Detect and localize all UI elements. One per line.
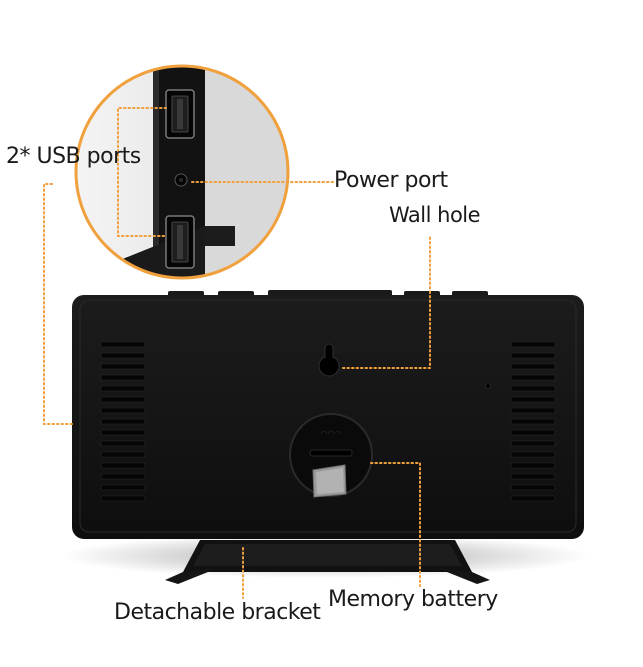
left-vents [100, 341, 146, 502]
usb-zoom-callout [74, 64, 290, 280]
right-vents [510, 341, 556, 502]
svg-text:◠◠◠: ◠◠◠ [321, 429, 342, 438]
memory-battery-label: Memory battery [328, 587, 498, 612]
wall-hole-keyhole [318, 343, 340, 377]
detachable-bracket [165, 540, 490, 584]
detachable-bracket-label: Detachable bracket [114, 600, 321, 625]
reset-pinhole [485, 383, 491, 389]
callout-lines [43, 107, 431, 599]
power-port-label: Power port [334, 168, 448, 193]
usb-ports-label: 2* USB ports [6, 144, 141, 169]
battery-compartment: ◠◠◠ [289, 413, 373, 498]
wall-hole-label: Wall hole [389, 203, 481, 227]
